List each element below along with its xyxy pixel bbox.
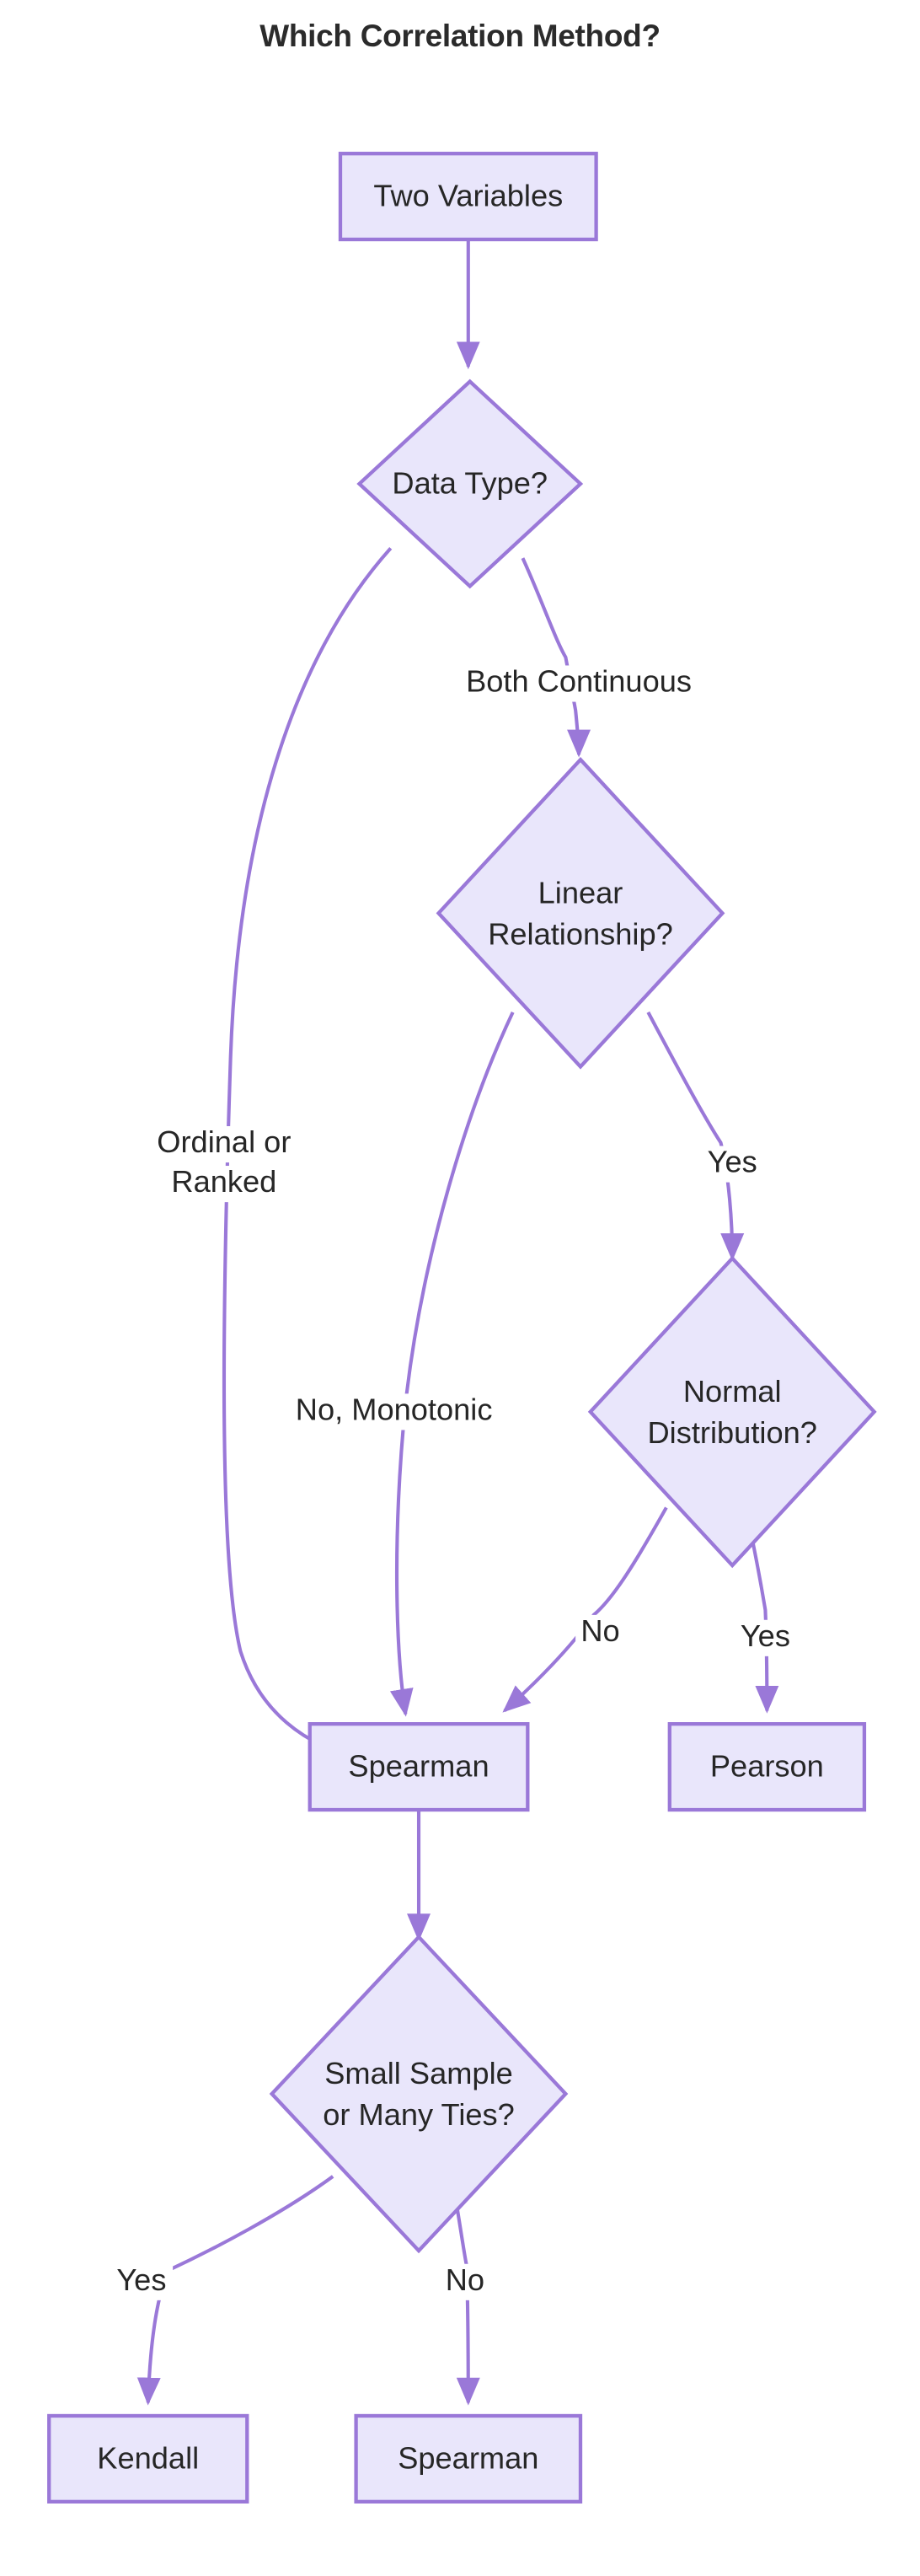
node-linear-relationship[interactable]: Linear Relationship? bbox=[436, 756, 725, 1070]
edge-label-bg bbox=[474, 665, 685, 702]
edge-label-both-continuous: Both Continuous bbox=[466, 664, 692, 699]
edge-label-no-monotonic: No, Monotonic bbox=[296, 1393, 493, 1427]
node-spearman-bottom[interactable]: Spearman bbox=[354, 2413, 583, 2504]
edge-linear-to-spearman-monotonic bbox=[389, 1011, 515, 1717]
edge-label-normal-yes: Yes bbox=[741, 1618, 790, 1653]
node-linear-relationship-label-line2: Relationship? bbox=[488, 916, 673, 951]
node-normal-distribution-shape[interactable] bbox=[587, 1255, 877, 1569]
node-spearman-middle-shape[interactable] bbox=[308, 1722, 530, 1812]
node-layer: Two Variables Data Type? Linear Relation… bbox=[47, 152, 877, 2504]
node-two-variables[interactable]: Two Variables bbox=[338, 152, 598, 242]
edge-label-bg bbox=[168, 1166, 282, 1203]
node-pearson-shape[interactable] bbox=[667, 1722, 867, 1812]
edge-label-ordinal-line2: Ranked bbox=[171, 1164, 276, 1199]
edge-label-layer: Both Continuous Ordinal or Ranked Yes No… bbox=[111, 664, 797, 2300]
edge-label-ties-no: No bbox=[446, 2262, 484, 2297]
edge-linear-to-normal bbox=[646, 1011, 745, 1262]
edge-label-linear-yes: Yes bbox=[708, 1145, 757, 1179]
node-spearman-middle[interactable]: Spearman bbox=[308, 1722, 530, 1812]
node-normal-distribution-label-line1: Normal bbox=[683, 1374, 782, 1409]
edge-normal-to-spearman-no bbox=[502, 1506, 668, 1713]
node-small-sample-or-many-ties-shape[interactable] bbox=[269, 1934, 569, 2254]
node-spearman-middle-label: Spearman bbox=[348, 1749, 489, 1784]
node-small-sample-or-many-ties[interactable]: Small Sample or Many Ties? bbox=[269, 1934, 569, 2254]
edge-label-bg bbox=[575, 1614, 627, 1651]
node-pearson-label: Pearson bbox=[710, 1749, 824, 1784]
node-two-variables-shape[interactable] bbox=[338, 152, 598, 242]
node-kendall[interactable]: Kendall bbox=[47, 2413, 249, 2504]
node-two-variables-label: Two Variables bbox=[373, 179, 563, 213]
node-data-type[interactable]: Data Type? bbox=[356, 378, 584, 589]
edge-label-bg bbox=[440, 2263, 492, 2300]
node-linear-relationship-label-line1: Linear bbox=[538, 875, 623, 910]
edge-label-bg bbox=[158, 1126, 292, 1163]
node-data-type-shape[interactable] bbox=[356, 378, 584, 589]
node-pearson[interactable]: Pearson bbox=[667, 1722, 867, 1812]
node-linear-relationship-shape[interactable] bbox=[436, 756, 725, 1070]
edge-ties-to-kendall-yes bbox=[136, 2175, 334, 2406]
edge-label-bg bbox=[735, 1619, 797, 1656]
edge-label-ordinal-line1: Ordinal or bbox=[157, 1124, 291, 1159]
node-data-type-label: Data Type? bbox=[392, 466, 548, 501]
node-spearman-bottom-shape[interactable] bbox=[354, 2413, 583, 2504]
edge-datatype-to-linear bbox=[521, 557, 591, 758]
node-kendall-label: Kendall bbox=[97, 2440, 199, 2475]
node-normal-distribution[interactable]: Normal Distribution? bbox=[587, 1255, 877, 1569]
edge-label-ties-yes: Yes bbox=[116, 2262, 166, 2297]
edge-label-normal-no: No bbox=[580, 1613, 619, 1648]
page-title: Which Correlation Method? bbox=[259, 19, 661, 53]
node-small-sample-label-line1: Small Sample bbox=[324, 2056, 513, 2090]
edge-datatype-to-spearman-ordinal bbox=[222, 547, 393, 1762]
node-normal-distribution-label-line2: Distribution? bbox=[648, 1415, 817, 1450]
node-small-sample-label-line2: or Many Ties? bbox=[323, 2097, 515, 2132]
edge-label-bg bbox=[293, 1393, 495, 1430]
edge-label-bg bbox=[111, 2263, 174, 2300]
node-spearman-bottom-label: Spearman bbox=[398, 2440, 538, 2475]
edge-label-bg bbox=[702, 1146, 764, 1183]
node-kendall-shape[interactable] bbox=[47, 2413, 249, 2504]
